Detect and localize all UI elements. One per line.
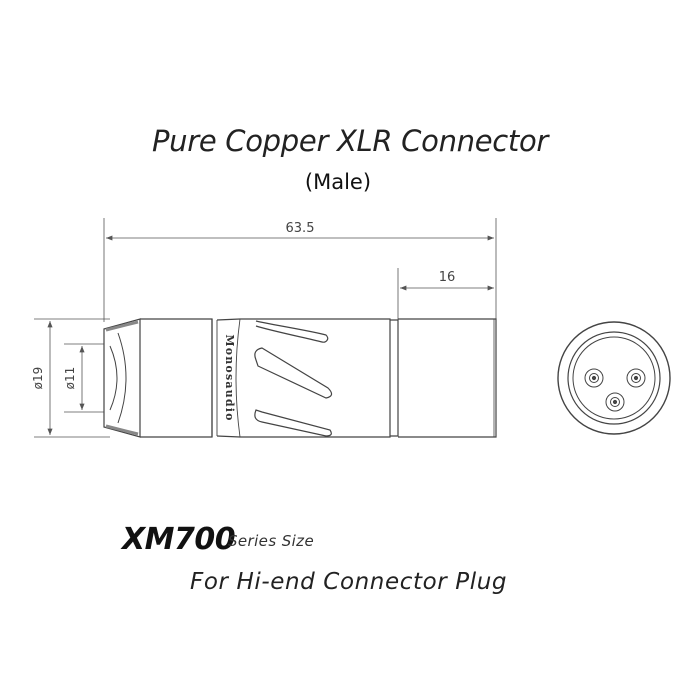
connector-front-view — [557, 321, 671, 435]
connector-side-view — [103, 318, 497, 438]
slot-bottom — [254, 409, 332, 437]
front-ring-bevel — [117, 332, 127, 424]
sleeve-curve — [235, 318, 241, 438]
front-ring-bore — [109, 345, 118, 411]
front-ring — [103, 318, 141, 438]
tail-length-dimension: 16 — [397, 268, 494, 322]
outer-diameter-label: ø19 — [31, 367, 45, 390]
tail-length-label: 16 — [439, 270, 456, 285]
slot-middle — [254, 347, 333, 399]
front-insert — [572, 336, 656, 420]
overall-length-label: 63.5 — [286, 221, 315, 236]
front-ring-knurl-bottom — [105, 424, 139, 436]
tagline: For Hi-end Connector Plug — [190, 569, 508, 595]
inner-diameter-label: ø11 — [63, 367, 77, 390]
series-suffix: Series Size — [228, 532, 315, 550]
front-inner-ring — [567, 331, 661, 425]
tail-collar — [390, 319, 399, 437]
front-ring-knurl-top — [105, 320, 139, 332]
pin-2 — [626, 368, 646, 388]
slot-top — [255, 320, 329, 343]
main-body — [140, 318, 213, 438]
sleeve — [216, 318, 391, 438]
overall-length-dimension: 63.5 — [103, 218, 497, 322]
brand-engraving: Monosaudio — [223, 334, 236, 421]
series-name: XM700 — [122, 522, 236, 557]
tail-body — [398, 318, 497, 438]
pin-1 — [584, 368, 604, 388]
diagram-subtitle: (Male) — [304, 170, 372, 194]
pin-3 — [605, 392, 625, 412]
front-outer-ring — [557, 321, 671, 435]
diagram-title: Pure Copper XLR Connector — [151, 124, 549, 158]
outer-diameter-dimension: ø19 — [31, 318, 110, 438]
